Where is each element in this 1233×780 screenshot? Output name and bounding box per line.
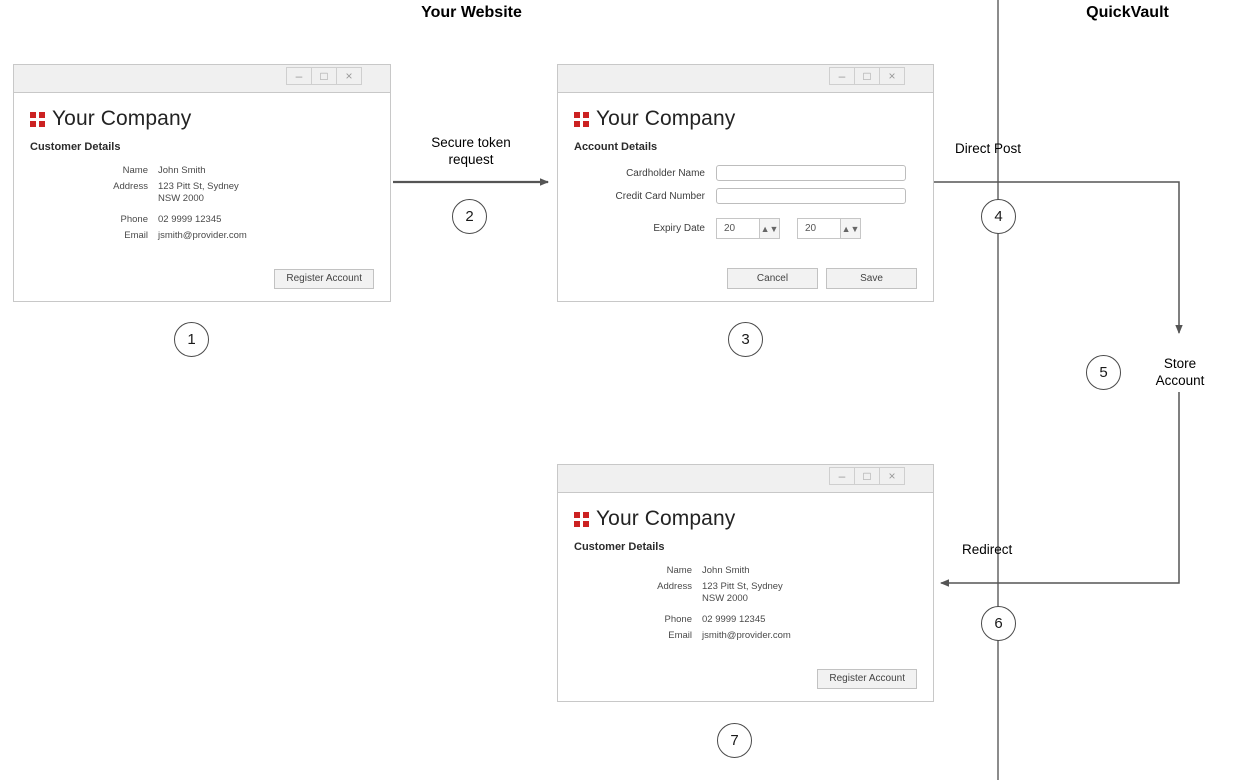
- form-label: Expiry Date: [653, 223, 705, 234]
- expiry-month-value: 20: [716, 218, 759, 239]
- form-label: Credit Card Number: [615, 190, 705, 202]
- cardholder-name-input[interactable]: [716, 165, 906, 181]
- register-account-button[interactable]: Register Account: [274, 269, 374, 289]
- minimize-icon[interactable]: –: [286, 67, 312, 85]
- four-square-logo-icon: [30, 111, 45, 127]
- four-square-logo-icon: [574, 511, 589, 527]
- maximize-icon[interactable]: □: [854, 467, 880, 485]
- window-customer-details-initial: – □ × Your Company Customer Details Name…: [13, 64, 391, 302]
- detail-label: Name: [666, 565, 692, 576]
- register-account-button[interactable]: Register Account: [817, 669, 917, 689]
- detail-row: Name John Smith: [30, 165, 374, 177]
- window-customer-details-final: – □ × Your Company Customer Details Name…: [557, 464, 934, 702]
- window-control-buttons: – □ ×: [286, 67, 362, 85]
- close-icon[interactable]: ×: [879, 67, 905, 85]
- close-icon[interactable]: ×: [336, 67, 362, 85]
- detail-value: jsmith@provider.com: [702, 629, 791, 641]
- updown-arrows-icon[interactable]: ▲▼: [840, 218, 861, 239]
- step-marker-7: 7: [717, 723, 752, 758]
- brand-header: Your Company: [574, 507, 917, 531]
- window-body: Your Company Account Details Cardholder …: [558, 93, 933, 301]
- form-row-credit-card-number: Credit Card Number: [574, 188, 917, 204]
- step-marker-3: 3: [728, 322, 763, 357]
- detail-value: 123 Pitt St, Sydney NSW 2000: [158, 180, 239, 204]
- flow-label-secure-token-request: Secure token request: [431, 135, 511, 168]
- credit-card-number-input[interactable]: [716, 188, 906, 204]
- updown-arrows-icon[interactable]: ▲▼: [759, 218, 780, 239]
- step-marker-4: 4: [981, 199, 1016, 234]
- brand-name: Your Company: [52, 107, 192, 130]
- window-titlebar: – □ ×: [558, 65, 933, 93]
- expiry-year-value: 20: [797, 218, 840, 239]
- minimize-icon[interactable]: –: [829, 467, 855, 485]
- minimize-icon[interactable]: –: [829, 67, 855, 85]
- flow-label-direct-post: Direct Post: [955, 141, 1022, 156]
- section-title: Customer Details: [574, 541, 665, 553]
- brand-header: Your Company: [30, 107, 374, 131]
- column-heading-your-website: Your Website: [421, 4, 522, 21]
- section-title: Customer Details: [30, 141, 121, 153]
- detail-value: 02 9999 12345: [702, 613, 766, 625]
- window-titlebar: – □ ×: [14, 65, 390, 93]
- brand-name: Your Company: [596, 107, 736, 130]
- cancel-button[interactable]: Cancel: [727, 268, 818, 289]
- window-body: Your Company Customer Details Name John …: [558, 493, 933, 701]
- detail-value: 02 9999 12345: [158, 213, 222, 225]
- window-control-buttons: – □ ×: [829, 467, 905, 485]
- brand-header: Your Company: [574, 107, 917, 131]
- brand-name: Your Company: [596, 507, 736, 530]
- window-control-buttons: – □ ×: [829, 67, 905, 85]
- form-label: Cardholder Name: [626, 167, 705, 179]
- detail-row: Name John Smith: [574, 565, 917, 577]
- close-icon[interactable]: ×: [879, 467, 905, 485]
- expiry-month-stepper[interactable]: 20 ▲▼: [716, 218, 780, 239]
- section-title: Account Details: [574, 141, 658, 153]
- detail-value: John Smith: [702, 565, 750, 576]
- four-square-logo-icon: [574, 111, 589, 127]
- detail-row: Email jsmith@provider.com: [574, 630, 917, 642]
- detail-row: Address 123 Pitt St, Sydney NSW 2000: [30, 181, 374, 205]
- detail-label: Phone: [120, 213, 148, 225]
- step-marker-5: 5: [1086, 355, 1121, 390]
- detail-value: jsmith@provider.com: [158, 229, 247, 241]
- detail-row: Email jsmith@provider.com: [30, 230, 374, 242]
- detail-row: Phone 02 9999 12345: [574, 614, 917, 626]
- detail-label: Email: [124, 229, 148, 241]
- detail-value: John Smith: [158, 165, 206, 176]
- window-titlebar: – □ ×: [558, 465, 933, 493]
- save-button[interactable]: Save: [826, 268, 917, 289]
- step-marker-2: 2: [452, 199, 487, 234]
- step-marker-1: 1: [174, 322, 209, 357]
- step-marker-6: 6: [981, 606, 1016, 641]
- detail-value: 123 Pitt St, Sydney NSW 2000: [702, 580, 783, 604]
- maximize-icon[interactable]: □: [311, 67, 337, 85]
- detail-label: Email: [668, 629, 692, 641]
- dialog-button-row: Cancel Save: [727, 268, 917, 289]
- form-row-cardholder-name: Cardholder Name: [574, 165, 917, 181]
- detail-label: Address: [113, 180, 148, 192]
- detail-row: Address 123 Pitt St, Sydney NSW 2000: [574, 581, 917, 605]
- form-row-expiry-date: Expiry Date 20 ▲▼ 20 ▲▼: [574, 218, 917, 239]
- window-body: Your Company Customer Details Name John …: [14, 93, 390, 301]
- column-heading-quickvault: QuickVault: [1086, 4, 1169, 21]
- maximize-icon[interactable]: □: [854, 67, 880, 85]
- flow-label-store-account: Store Account: [1155, 356, 1205, 389]
- detail-label: Address: [657, 580, 692, 592]
- detail-label: Phone: [664, 613, 692, 625]
- detail-row: Phone 02 9999 12345: [30, 214, 374, 226]
- detail-label: Name: [122, 165, 148, 176]
- flow-label-redirect: Redirect: [962, 542, 1013, 557]
- window-account-details: – □ × Your Company Account Details Cardh…: [557, 64, 934, 302]
- expiry-year-stepper[interactable]: 20 ▲▼: [797, 218, 861, 239]
